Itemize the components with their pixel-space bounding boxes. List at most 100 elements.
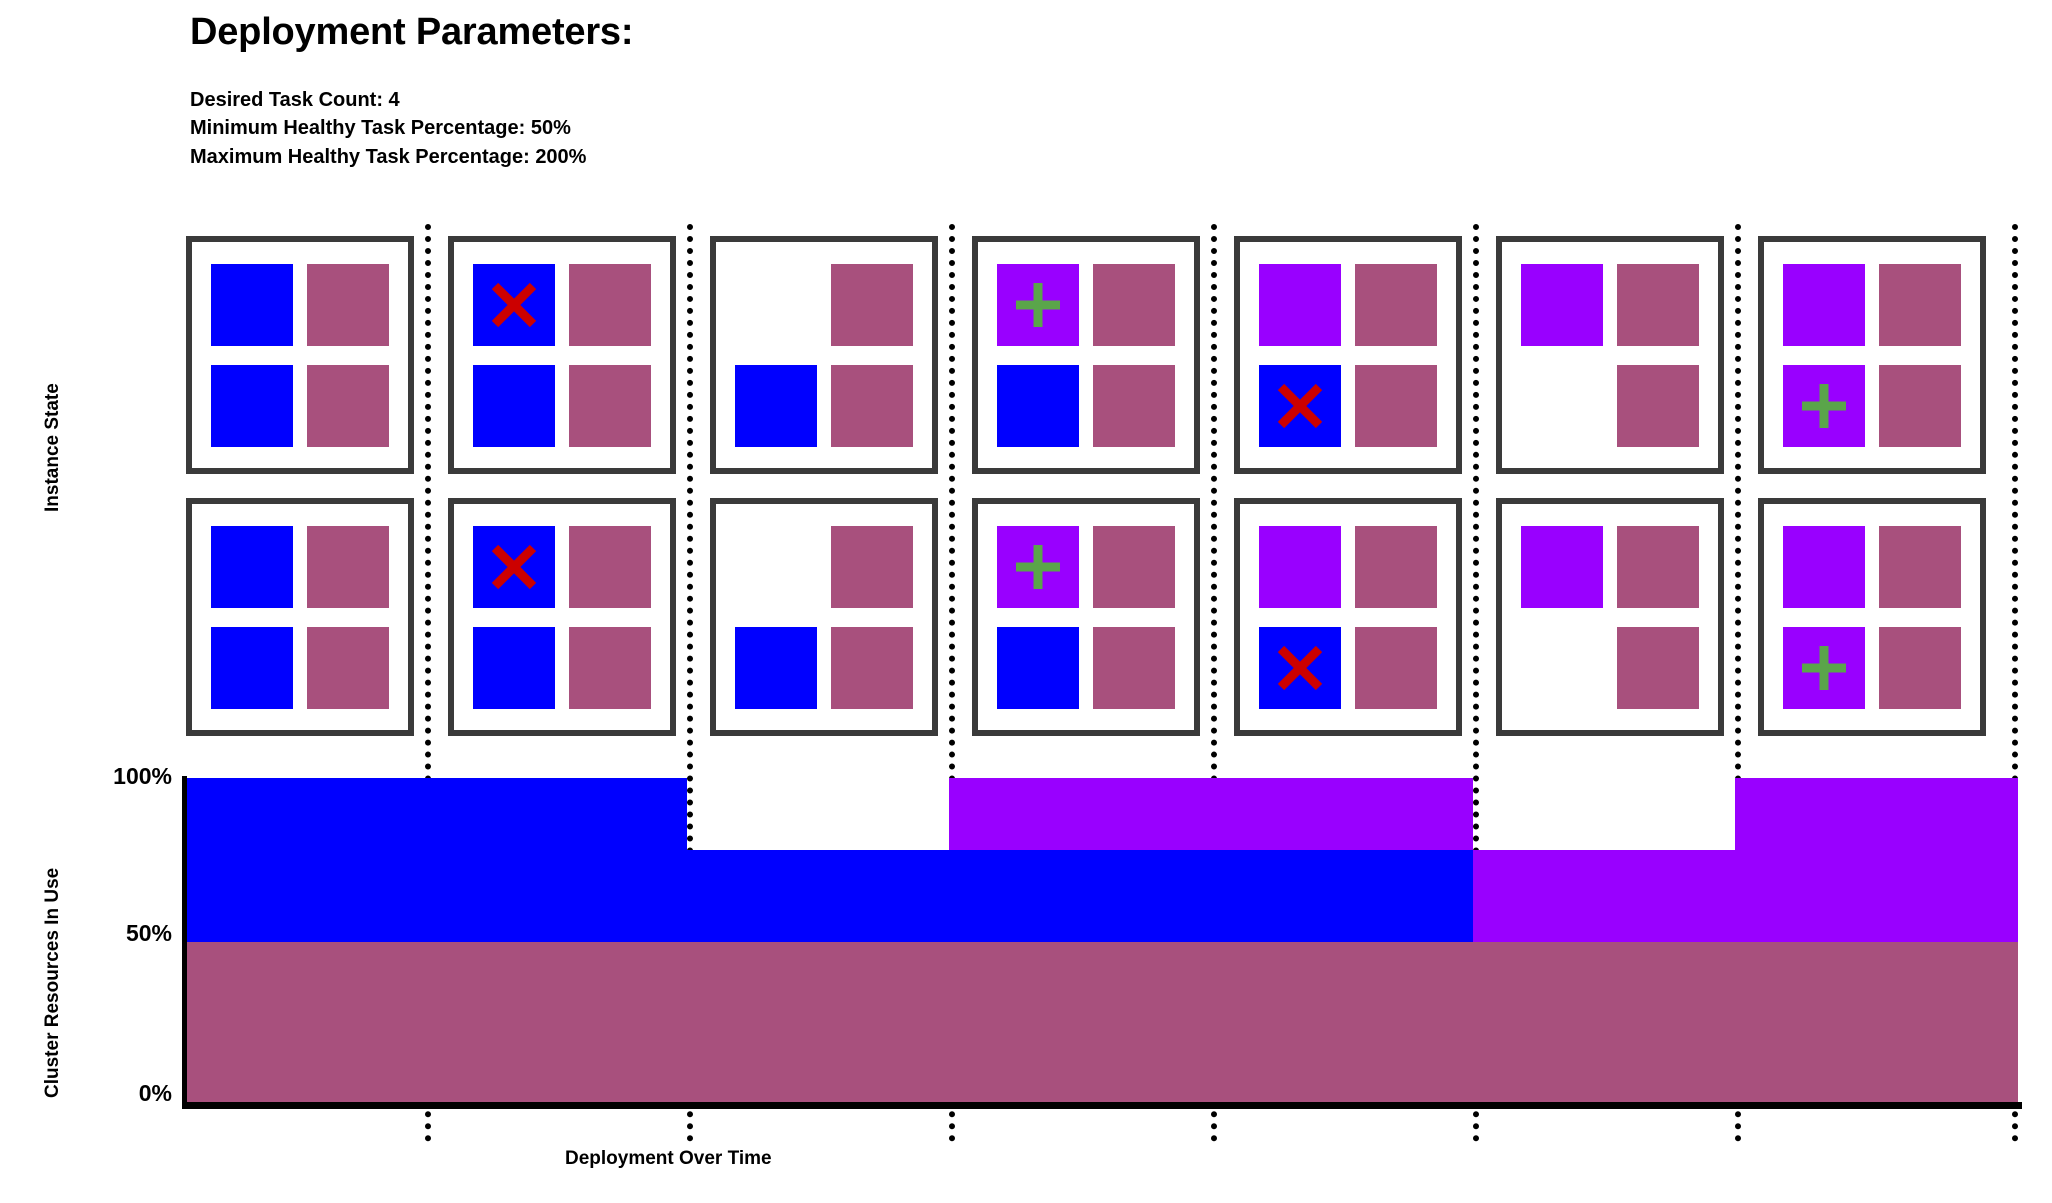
task-slot-4-mauve[interactable]: [1879, 364, 1961, 447]
chart-band-reserved-step1: [186, 941, 425, 1105]
task-slot-3-empty[interactable]: [1521, 627, 1603, 709]
start-task-icon: [1010, 277, 1066, 333]
chart-band-old-tasks-step1: [186, 778, 425, 942]
cluster-resources-chart: [186, 778, 2018, 1105]
task-slot-2-mauve[interactable]: [1879, 525, 1961, 608]
task-slot-3-empty[interactable]: [1521, 365, 1603, 447]
time-step-divider-7: [2012, 224, 2018, 1142]
instance-box-row1-step6[interactable]: [1496, 236, 1724, 474]
task-slot-1-blue[interactable]: [211, 263, 293, 346]
task-slot-2-mauve[interactable]: [569, 263, 651, 346]
task-slot-3-blue[interactable]: [211, 364, 293, 447]
instance-box-row2-step3[interactable]: [710, 498, 938, 736]
chart-band-old-tasks-step2: [425, 778, 687, 942]
task-slot-grid: [1240, 504, 1456, 730]
task-slot-2-mauve[interactable]: [1093, 263, 1175, 346]
chart-band-reserved-step6: [1473, 941, 1735, 1105]
time-step-divider-4: [1211, 224, 1217, 1142]
task-slot-3-blue[interactable]: [473, 364, 555, 447]
task-slot-1-empty[interactable]: [735, 264, 817, 346]
instance-box-row2-step5[interactable]: [1234, 498, 1462, 736]
task-slot-1-empty[interactable]: [735, 526, 817, 608]
task-slot-1-purple[interactable]: [1521, 525, 1603, 608]
task-slot-1-blue[interactable]: [211, 525, 293, 608]
task-slot-2-mauve[interactable]: [1355, 263, 1437, 346]
task-slot-1-purple[interactable]: [1783, 525, 1865, 608]
task-slot-1-purple[interactable]: [997, 525, 1079, 608]
task-slot-grid: [1240, 242, 1456, 468]
task-slot-3-blue[interactable]: [1259, 626, 1341, 709]
task-slot-grid: [716, 242, 932, 468]
task-slot-1-blue[interactable]: [473, 525, 555, 608]
task-slot-grid: [1764, 504, 1980, 730]
task-slot-grid: [454, 242, 670, 468]
instance-box-row1-step4[interactable]: [972, 236, 1200, 474]
task-slot-2-mauve[interactable]: [831, 525, 913, 608]
task-slot-2-mauve[interactable]: [1879, 263, 1961, 346]
task-slot-2-mauve[interactable]: [569, 525, 651, 608]
start-task-icon: [1796, 378, 1852, 434]
task-slot-2-mauve[interactable]: [1617, 263, 1699, 346]
chart-band-reserved-step2: [425, 941, 687, 1105]
task-slot-4-mauve[interactable]: [307, 626, 389, 709]
page-title: Deployment Parameters:: [190, 11, 634, 53]
instance-box-row2-step4[interactable]: [972, 498, 1200, 736]
task-slot-4-mauve[interactable]: [1093, 364, 1175, 447]
task-slot-4-mauve[interactable]: [1093, 626, 1175, 709]
instance-box-row2-step2[interactable]: [448, 498, 676, 736]
y-axis-ticks: 100% 50% 0%: [60, 0, 172, 1203]
task-slot-1-purple[interactable]: [1783, 263, 1865, 346]
task-slot-4-mauve[interactable]: [831, 364, 913, 447]
task-slot-1-purple[interactable]: [1521, 263, 1603, 346]
task-slot-3-blue[interactable]: [735, 626, 817, 709]
task-slot-1-purple[interactable]: [1259, 525, 1341, 608]
task-slot-2-mauve[interactable]: [831, 263, 913, 346]
task-slot-4-mauve[interactable]: [1879, 626, 1961, 709]
instance-box-row2-step6[interactable]: [1496, 498, 1724, 736]
task-slot-2-mauve[interactable]: [1093, 525, 1175, 608]
task-slot-grid: [454, 504, 670, 730]
instance-box-row1-step2[interactable]: [448, 236, 676, 474]
time-step-divider-5: [1473, 224, 1479, 1142]
header-block: Deployment Parameters: Desired Task Coun…: [190, 11, 634, 171]
task-slot-3-blue[interactable]: [997, 364, 1079, 447]
task-slot-4-mauve[interactable]: [307, 364, 389, 447]
instance-box-row2-step7[interactable]: [1758, 498, 1986, 736]
task-slot-4-mauve[interactable]: [569, 626, 651, 709]
task-slot-3-blue[interactable]: [735, 364, 817, 447]
task-slot-3-blue[interactable]: [211, 626, 293, 709]
task-slot-1-purple[interactable]: [997, 263, 1079, 346]
param-maximum-healthy-percentage: Maximum Healthy Task Percentage: 200%: [190, 145, 587, 168]
y-tick-50: 50%: [125, 920, 172, 946]
time-step-divider-2: [687, 224, 693, 1142]
task-slot-2-mauve[interactable]: [1355, 525, 1437, 608]
instance-box-row1-step3[interactable]: [710, 236, 938, 474]
task-slot-3-purple[interactable]: [1783, 364, 1865, 447]
chart-band-new-tasks-step5: [1211, 778, 1473, 850]
task-slot-2-mauve[interactable]: [307, 525, 389, 608]
task-slot-3-purple[interactable]: [1783, 626, 1865, 709]
task-slot-1-purple[interactable]: [1259, 263, 1341, 346]
instance-box-row1-step7[interactable]: [1758, 236, 1986, 474]
instance-box-row2-step1[interactable]: [186, 498, 414, 736]
task-slot-4-mauve[interactable]: [1355, 364, 1437, 447]
task-slot-4-mauve[interactable]: [1355, 626, 1437, 709]
task-slot-2-mauve[interactable]: [307, 263, 389, 346]
task-slot-3-blue[interactable]: [473, 626, 555, 709]
param-desired-task-count: Desired Task Count: 4: [190, 88, 400, 111]
task-slot-4-mauve[interactable]: [1617, 626, 1699, 709]
instance-box-row1-step1[interactable]: [186, 236, 414, 474]
task-slot-3-blue[interactable]: [997, 626, 1079, 709]
stop-task-icon: [1272, 640, 1328, 696]
task-slot-3-blue[interactable]: [1259, 364, 1341, 447]
task-slot-4-mauve[interactable]: [1617, 364, 1699, 447]
stop-task-icon: [486, 277, 542, 333]
instance-box-row1-step5[interactable]: [1234, 236, 1462, 474]
task-slot-grid: [978, 504, 1194, 730]
chart-band-old-tasks-step4: [949, 849, 1211, 942]
task-slot-4-mauve[interactable]: [831, 626, 913, 709]
chart-x-axis-line: [182, 1102, 2022, 1109]
task-slot-2-mauve[interactable]: [1617, 525, 1699, 608]
task-slot-4-mauve[interactable]: [569, 364, 651, 447]
task-slot-1-blue[interactable]: [473, 263, 555, 346]
